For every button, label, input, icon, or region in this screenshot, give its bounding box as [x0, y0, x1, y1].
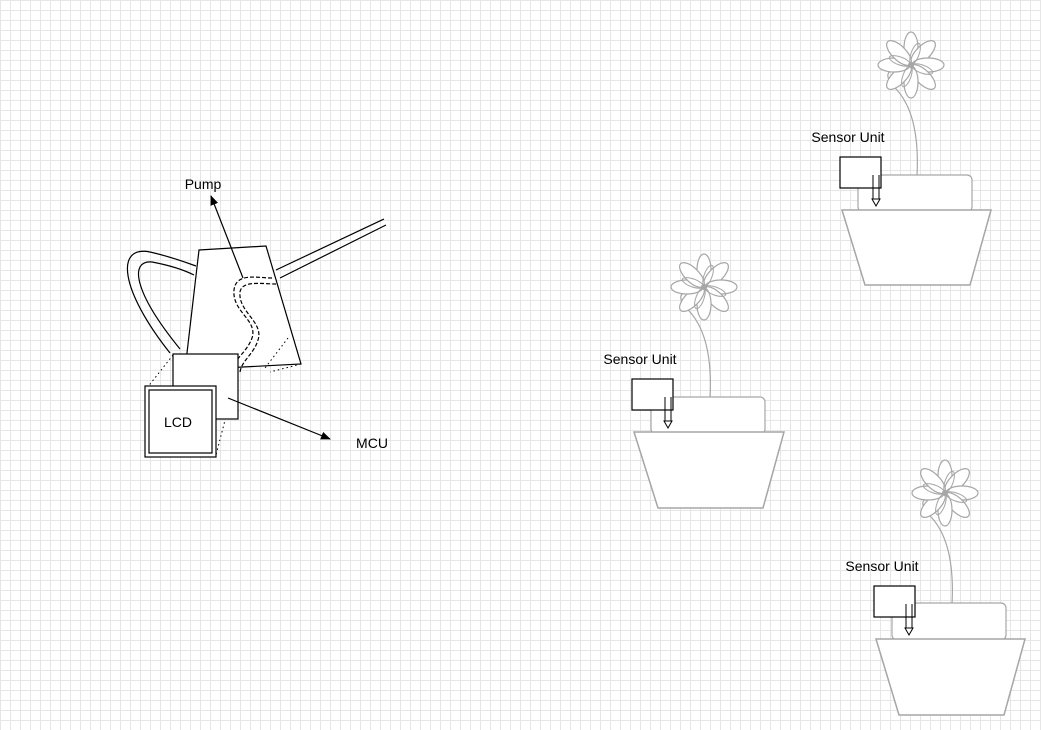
sensor-unit-2 — [839, 156, 882, 208]
watering-device: LCD — [126, 218, 387, 458]
flower-pot — [840, 209, 992, 286]
pump-arrow — [210, 195, 244, 279]
flower-pot — [632, 431, 785, 509]
device-tube — [231, 276, 273, 371]
lcd-label: LCD — [164, 414, 192, 430]
sensor-label-1: Sensor Unit — [603, 351, 676, 367]
device-handle — [126, 250, 197, 354]
flower-icon — [877, 31, 945, 99]
sensor-unit-1 — [631, 378, 674, 430]
plant-pot-2: Sensor Unit — [811, 31, 992, 286]
flower-pot — [874, 638, 1026, 716]
mcu-label: MCU — [356, 435, 388, 451]
sensor-label-2: Sensor Unit — [811, 129, 884, 145]
device-body — [184, 245, 302, 371]
device-spout — [275, 218, 387, 279]
mcu-arrow — [227, 397, 331, 440]
pump-label: Pump — [185, 176, 222, 192]
plant-pot-1: Sensor Unit — [603, 253, 785, 509]
flower-icon — [911, 459, 979, 527]
sensor-unit-3 — [873, 585, 916, 637]
plant-pot-3: Sensor Unit — [845, 459, 1026, 716]
sensor-label-3: Sensor Unit — [845, 558, 918, 574]
flower-icon — [670, 253, 738, 321]
